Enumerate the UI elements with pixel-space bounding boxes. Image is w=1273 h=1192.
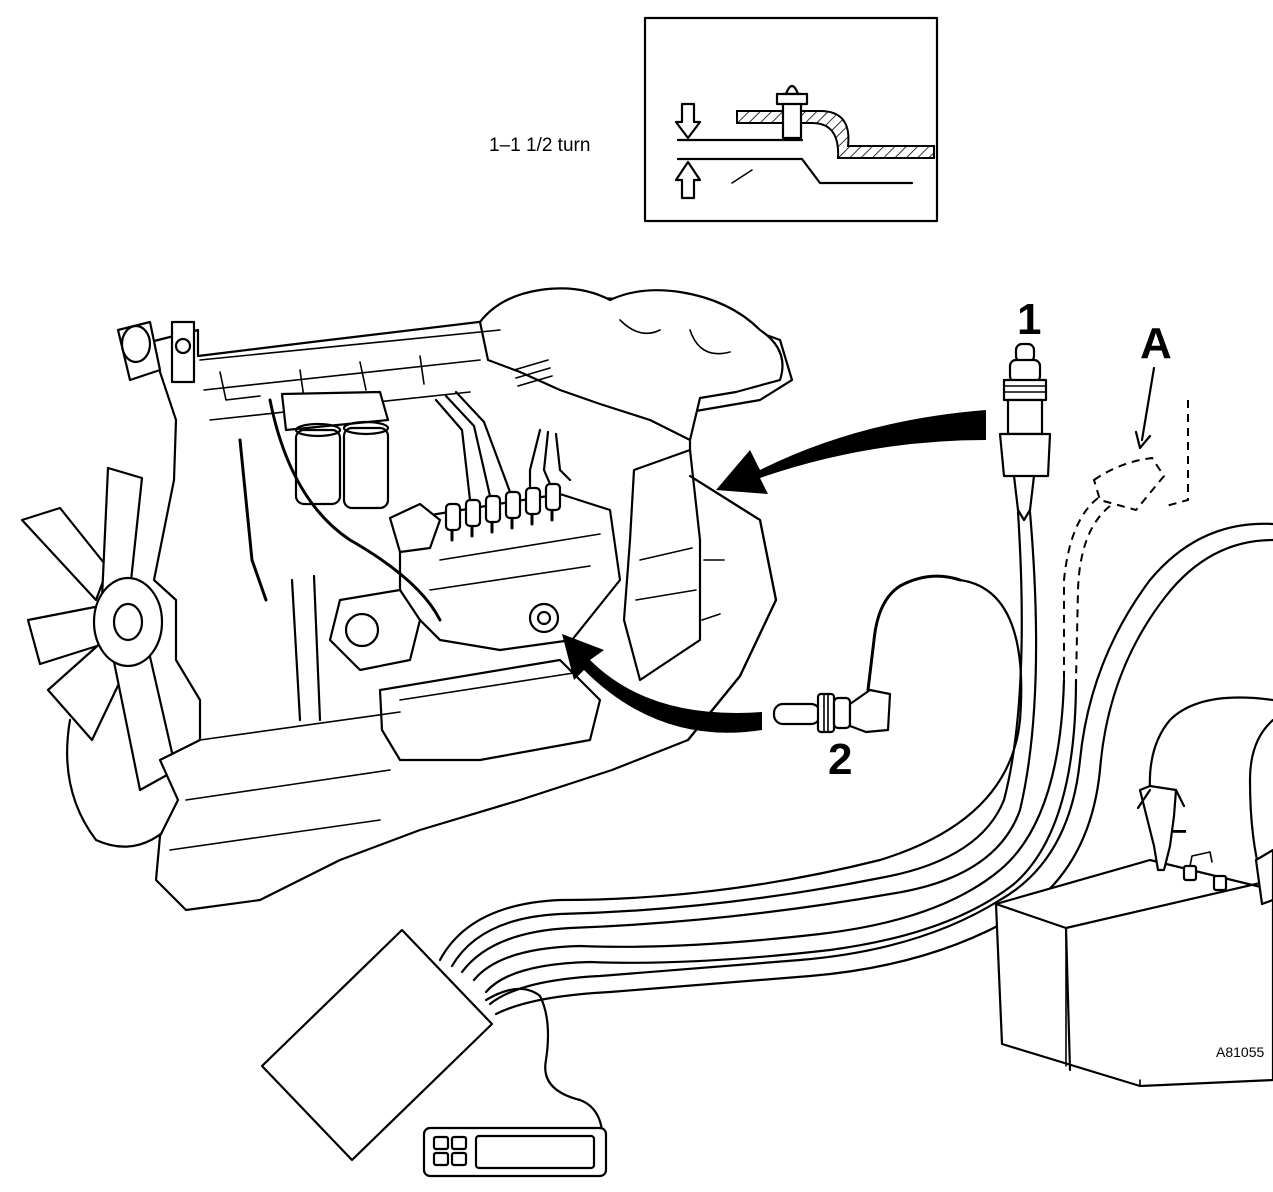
- display-button: [450, 1135, 468, 1151]
- inset-plate-bottom: [676, 157, 914, 185]
- sensor-2: [772, 574, 962, 734]
- arrow-sensor-2-to-engine: [562, 634, 762, 733]
- battery-clamps: [1136, 696, 1273, 906]
- engine-turbocharger: [478, 287, 784, 442]
- engine-fuel-filter: [280, 390, 390, 510]
- battery-terminal: [1212, 874, 1228, 892]
- display-screen: [474, 1134, 596, 1170]
- engine-injection-pump: [328, 482, 622, 672]
- inset-bracket-left: [736, 110, 784, 124]
- callout-2: 2: [828, 735, 852, 784]
- engine-fan: [20, 466, 178, 848]
- callout-a: A: [1140, 319, 1172, 368]
- battery-negative-sign: −: [1172, 816, 1187, 846]
- connector-a: [1063, 400, 1189, 681]
- inset-bracket-right: [799, 110, 935, 159]
- control-box: [260, 928, 494, 1162]
- inset-bolt-tip: [784, 84, 800, 96]
- callout-a-leader-head: [1134, 430, 1152, 450]
- battery-terminal: [1182, 864, 1198, 882]
- display-button: [450, 1151, 468, 1167]
- battery-clamp-negative: [1138, 784, 1178, 872]
- inset-arrow-down: [674, 102, 702, 140]
- arrow-sensor-1-to-engine: [716, 410, 986, 494]
- engine-injector-lines: [434, 390, 572, 502]
- callout-a-leader: [1140, 366, 1156, 442]
- battery-clamp-positive: [1254, 848, 1273, 906]
- display-cable: [484, 987, 604, 1152]
- inset-bolt-head: [775, 92, 809, 106]
- sensor-1: [998, 342, 1052, 522]
- display-button: [432, 1135, 450, 1151]
- battery: [994, 851, 1273, 1088]
- display-button: [432, 1151, 450, 1167]
- callout-1: 1: [1017, 295, 1041, 344]
- engine-exhaust-pipe: [622, 448, 702, 682]
- inset-detail: 1–1 1/2 turn: [489, 16, 939, 223]
- figure-code: A81055: [1216, 1044, 1264, 1060]
- engine-oil-pan: [378, 658, 602, 762]
- engine-illustration: [20, 287, 794, 912]
- engine-intake: [116, 320, 162, 382]
- engine-hoses: [238, 398, 442, 622]
- inset-leader: [731, 169, 753, 184]
- inset-label: 1–1 1/2 turn: [489, 135, 590, 156]
- display-unit: [422, 1126, 608, 1178]
- inset-frame: [643, 16, 939, 223]
- inset-arrow-up: [674, 160, 702, 200]
